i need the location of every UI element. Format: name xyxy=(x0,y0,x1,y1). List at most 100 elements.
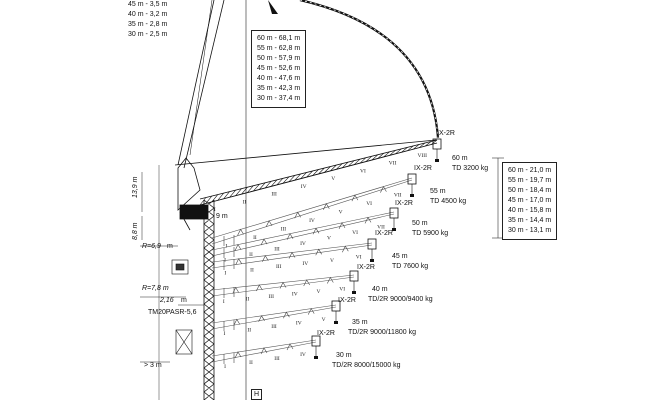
counterweight-left xyxy=(171,259,193,355)
table-row: 35 m - 2,8 m xyxy=(128,21,168,28)
jib-load-label: TD/2R 9000/9400 kg xyxy=(368,296,433,303)
radius-a-label: R=6,9 xyxy=(142,243,161,250)
jib-load-label: TD 4500 kg xyxy=(430,198,467,205)
jib-length-label: 35 m xyxy=(352,319,368,326)
segment-numeral: VI xyxy=(366,201,372,207)
segment-numeral: I xyxy=(224,270,226,276)
table-row: 50 m - 18,4 m xyxy=(508,187,552,194)
jib-top-label: IX-2R xyxy=(338,297,356,304)
jib-top-label: IX-2R xyxy=(375,230,393,237)
height-top-label: 13,9 m xyxy=(132,176,139,198)
table-row: 55 m - 19,7 m xyxy=(508,177,552,184)
table-row: 45 m - 3,5 m xyxy=(128,1,168,8)
segment-numeral: V xyxy=(330,258,334,264)
jib-top-label: IX-2R xyxy=(357,264,375,271)
radius-table-right: 60 m - 21,0 m 55 m - 19,7 m 50 m - 18,4 … xyxy=(502,162,558,240)
jib-length-label: 60 m xyxy=(452,155,468,162)
segment-numeral: III xyxy=(276,264,282,270)
table-row: 40 m - 15,8 m xyxy=(508,207,552,214)
segment-numeral: IV xyxy=(300,352,306,358)
segment-numeral: II xyxy=(249,360,253,366)
segment-numeral: III xyxy=(274,246,280,252)
segment-numeral: IV xyxy=(296,320,302,326)
segment-numeral: II xyxy=(249,252,253,258)
nine-m-label: 9 m xyxy=(216,213,228,220)
radius-a-unit-label: m xyxy=(167,243,173,250)
segment-numeral: IV xyxy=(309,218,315,224)
segment-numeral: II xyxy=(250,267,254,273)
jib-load-label: TD/2R 9000/11800 kg xyxy=(348,329,416,336)
jib-length-label: 50 m xyxy=(412,220,428,227)
offset-label: 2,16 xyxy=(160,297,174,304)
segment-numeral: IV xyxy=(300,241,306,247)
segment-numeral: III xyxy=(281,227,287,233)
segment-numeral: VI xyxy=(352,230,358,236)
jib-length-label: 55 m xyxy=(430,188,446,195)
table-row: 45 m - 52,6 m xyxy=(257,65,301,72)
radius-table-top-left: 45 m - 3,5 m 40 m - 3,2 m 35 m - 2,8 m 3… xyxy=(128,0,167,40)
segment-numeral: IV xyxy=(301,184,307,190)
steep-jib xyxy=(177,0,225,169)
segment-numeral: I xyxy=(223,299,225,305)
jib-length-label: 30 m xyxy=(336,352,352,359)
table-row: 50 m - 57,9 m xyxy=(257,55,301,62)
height-mid-label: 8,8 m xyxy=(132,222,139,240)
radius-b-label: R=7,8 m xyxy=(142,285,169,292)
segment-numeral: I xyxy=(223,331,225,337)
jib-top-label: IX-2R xyxy=(437,130,455,137)
segment-numeral: V xyxy=(317,289,321,295)
tower-type-label: TM20PASR-5,6 xyxy=(148,309,197,316)
segment-numeral: II xyxy=(253,235,257,241)
radius-table-top-center: 60 m - 68,1 m 55 m - 62,8 m 50 m - 57,9 … xyxy=(251,30,307,108)
crane-head xyxy=(174,139,437,231)
table-row: 40 m - 3,2 m xyxy=(128,11,168,18)
segment-numeral: I xyxy=(224,364,226,370)
jib-length-label: 40 m xyxy=(372,286,388,293)
segment-numeral: III xyxy=(268,294,274,300)
jib-rows: IIIIIIIVVVIVIIVIIIIIIIIIIVVVIVIIIIIIIIIV… xyxy=(199,138,442,370)
jib-load-label: TD 7600 kg xyxy=(392,263,429,270)
segment-numeral: II xyxy=(243,199,247,205)
segment-numeral: V xyxy=(339,209,343,215)
segment-numeral: VI xyxy=(339,286,345,292)
jib-top-label: IX-2R xyxy=(395,200,413,207)
jib-load-label: TD 5900 kg xyxy=(412,230,449,237)
table-row: 60 m - 21,0 m xyxy=(508,167,552,174)
segment-numeral: VI xyxy=(356,255,362,261)
offset-unit-label: m xyxy=(181,297,187,304)
table-row: 40 m - 47,6 m xyxy=(257,75,301,82)
segment-numeral: VI xyxy=(360,168,366,174)
tower-mast xyxy=(203,199,215,400)
segment-numeral: III xyxy=(274,356,280,362)
table-row: 30 m - 13,1 m xyxy=(508,227,552,234)
jib-load-label: TD 3200 kg xyxy=(452,165,489,172)
segment-numeral: V xyxy=(327,236,331,242)
segment-numeral: II xyxy=(247,328,251,334)
segment-numeral: IV xyxy=(302,261,308,267)
segment-numeral: III xyxy=(271,324,277,330)
table-row: 35 m - 42,3 m xyxy=(257,85,301,92)
segment-numeral: VIII xyxy=(417,153,427,159)
table-row: 30 m - 37,4 m xyxy=(257,95,301,102)
jib-top-label: IX-2R xyxy=(317,330,335,337)
table-row: 45 m - 17,0 m xyxy=(508,197,552,204)
table-row: 35 m - 14,4 m xyxy=(508,217,552,224)
segment-numeral: II xyxy=(246,296,250,302)
table-row: 60 m - 68,1 m xyxy=(257,35,301,42)
jib-top-label: IX-2R xyxy=(414,165,432,172)
segment-numeral: I xyxy=(214,207,216,213)
segment-numeral: VII xyxy=(389,161,397,167)
segment-numeral: III xyxy=(271,192,277,198)
min-distance-label: > 3 m xyxy=(144,362,162,369)
segment-numeral: VII xyxy=(394,192,402,198)
table-row: 30 m - 2,5 m xyxy=(128,31,168,38)
